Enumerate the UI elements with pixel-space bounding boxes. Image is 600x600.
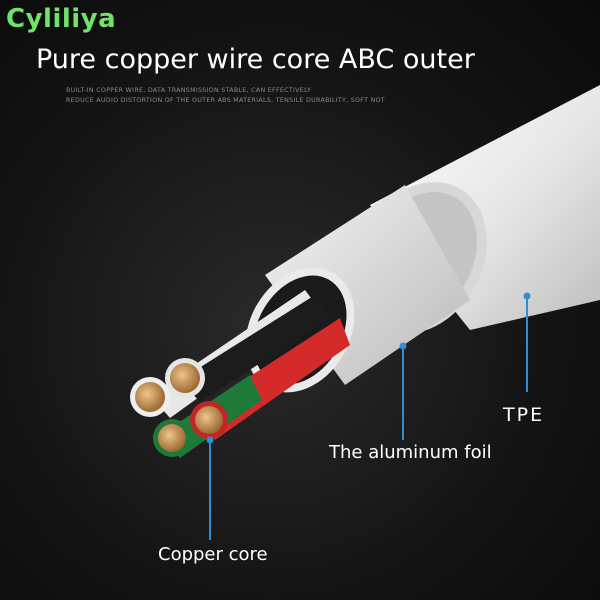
inner-wires <box>130 290 350 458</box>
headline: Pure copper wire core ABC outer <box>36 44 475 75</box>
copper-strand-1 <box>135 382 165 412</box>
subtext-line-2: REDUCE AUDIO DISTORTION OF THE OUTER ABS… <box>66 97 385 104</box>
foil-callout-dot <box>399 342 407 350</box>
copper-callout-dot <box>206 436 214 444</box>
aluminum-foil-label: The aluminum foil <box>329 442 492 463</box>
copper-core-label: Copper core <box>158 544 268 565</box>
copper-strand-2 <box>170 363 200 393</box>
tpe-label: TPE <box>503 404 545 426</box>
subtext: BUILT-IN COPPER WIRE, DATA TRANSMISSION … <box>66 86 486 106</box>
callout-lines <box>206 292 531 540</box>
copper-strand-4 <box>195 406 223 434</box>
black-wire <box>180 295 330 402</box>
tpe-callout-dot <box>523 292 531 300</box>
copper-strand-3 <box>158 424 186 452</box>
brand-logo: Cyliliya <box>6 4 117 34</box>
subtext-line-1: BUILT-IN COPPER WIRE, DATA TRANSMISSION … <box>66 87 312 94</box>
